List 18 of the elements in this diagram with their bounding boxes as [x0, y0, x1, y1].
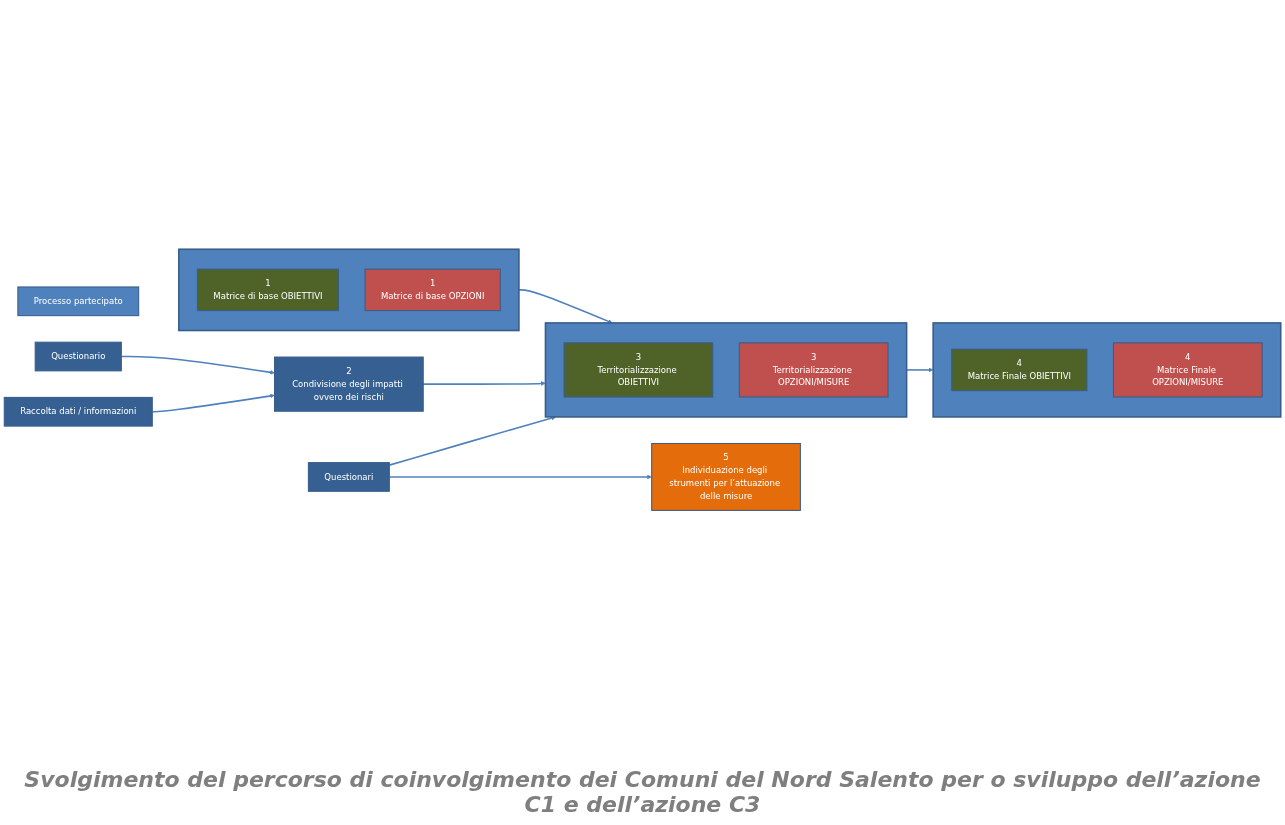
node-box: Questionari: [307, 461, 390, 492]
node-box: Questionario: [34, 341, 122, 372]
cluster: [932, 321, 1282, 418]
cluster: [544, 321, 908, 418]
caption: Svolgimento del percorso di coinvolgimento dei Comuni del Nord Salento per o sviluppo dell’azione C1 e dell’azione C3: [23, 766, 1262, 819]
arrow: [518, 288, 613, 324]
node-box: 1 Matrice di base OPZIONI: [364, 268, 501, 311]
node-box: 3 Territorializzazione OBIETTIVI: [563, 342, 714, 398]
node-box: 4 Matrice Finale OPZIONI/MISURE: [1112, 342, 1263, 398]
node-box: 1 Matrice di base OBIETTIVI: [196, 268, 339, 311]
node-box: Raccolta dati / informazioni: [3, 396, 153, 427]
node-box: 4 Matrice Finale OBIETTIVI: [951, 348, 1088, 391]
cluster: [178, 248, 520, 331]
node-box: Processo partecipato: [17, 286, 140, 316]
arrow: [388, 415, 556, 466]
node-box: 2 Condivisione degli impatti ovvero dei rischi: [274, 356, 424, 412]
node-box: 3 Territorializzazione OPZIONI/MISURE: [738, 342, 889, 398]
node-box: 5 Individuazione degli strumenti per l’attuazione delle misure: [651, 442, 801, 511]
